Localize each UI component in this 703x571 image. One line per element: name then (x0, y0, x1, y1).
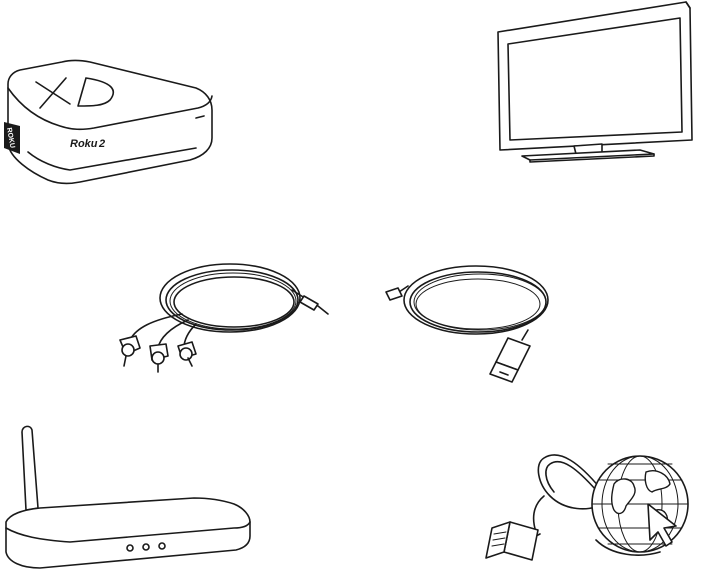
av-cable-illustration (112, 262, 338, 374)
hdmi-plug (490, 338, 530, 382)
internet-globe-illustration (480, 440, 694, 570)
av-mini-jack-plug (300, 296, 318, 310)
rca-plug-red (178, 342, 196, 366)
hdmi-cable-illustration (378, 264, 556, 386)
hdmi-small-plug (386, 288, 402, 300)
roku-model-number: 2 (98, 138, 105, 150)
rca-plug-white (150, 344, 168, 372)
router-antenna (22, 426, 38, 510)
roku-side-tag: ROKU (4, 122, 20, 154)
ethernet-plug (486, 522, 538, 560)
roku-player-illustration: XD Roku 2 ROKU (0, 48, 230, 188)
tv-illustration (490, 0, 700, 165)
wireless-router-illustration (0, 418, 258, 570)
svg-text:XD: XD (0, 47, 2, 49)
roku-front-logo: Roku (70, 138, 98, 150)
rca-plug-yellow (120, 336, 140, 366)
globe-icon (592, 456, 688, 552)
